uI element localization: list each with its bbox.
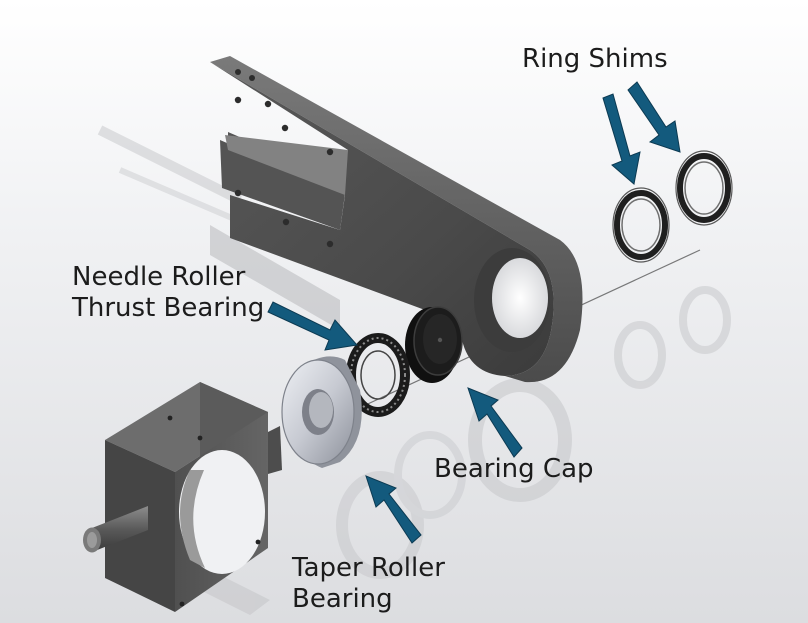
bearing-cap	[405, 306, 463, 383]
arrow-bearing-cap	[467, 387, 523, 458]
arm-mounting-holes	[234, 69, 334, 248]
ring-shims-label-text: Ring Shims	[522, 44, 668, 74]
needle-roller-thrust-bearing-label: Needle Roller Thrust Bearing	[72, 262, 264, 324]
arrow-ring-shim-left	[602, 93, 641, 185]
shaft	[83, 506, 148, 553]
taper-roller-bearing	[281, 356, 362, 468]
ring-shims-label: Ring Shims	[522, 44, 668, 75]
taper-label-line-2: Bearing	[292, 584, 393, 614]
arm-plate	[210, 56, 583, 383]
arrow-needle-bearing	[267, 301, 358, 351]
bearing-cap-label: Bearing Cap	[434, 454, 594, 485]
needle-label-line-1: Needle Roller	[72, 262, 246, 292]
needle-label-line-2: Thrust Bearing	[72, 293, 265, 323]
bearing-cap-label-text: Bearing Cap	[434, 454, 594, 484]
arrow-ring-shim-right	[627, 81, 681, 153]
gearbox-housing	[105, 382, 282, 612]
taper-label-line-1: Taper Roller	[292, 553, 445, 583]
ring-shim	[675, 150, 733, 226]
callout-arrows	[267, 81, 681, 544]
ring-shim	[612, 187, 670, 263]
arrow-taper-bearing	[365, 475, 422, 544]
taper-roller-bearing-label: Taper Roller Bearing	[292, 553, 445, 615]
